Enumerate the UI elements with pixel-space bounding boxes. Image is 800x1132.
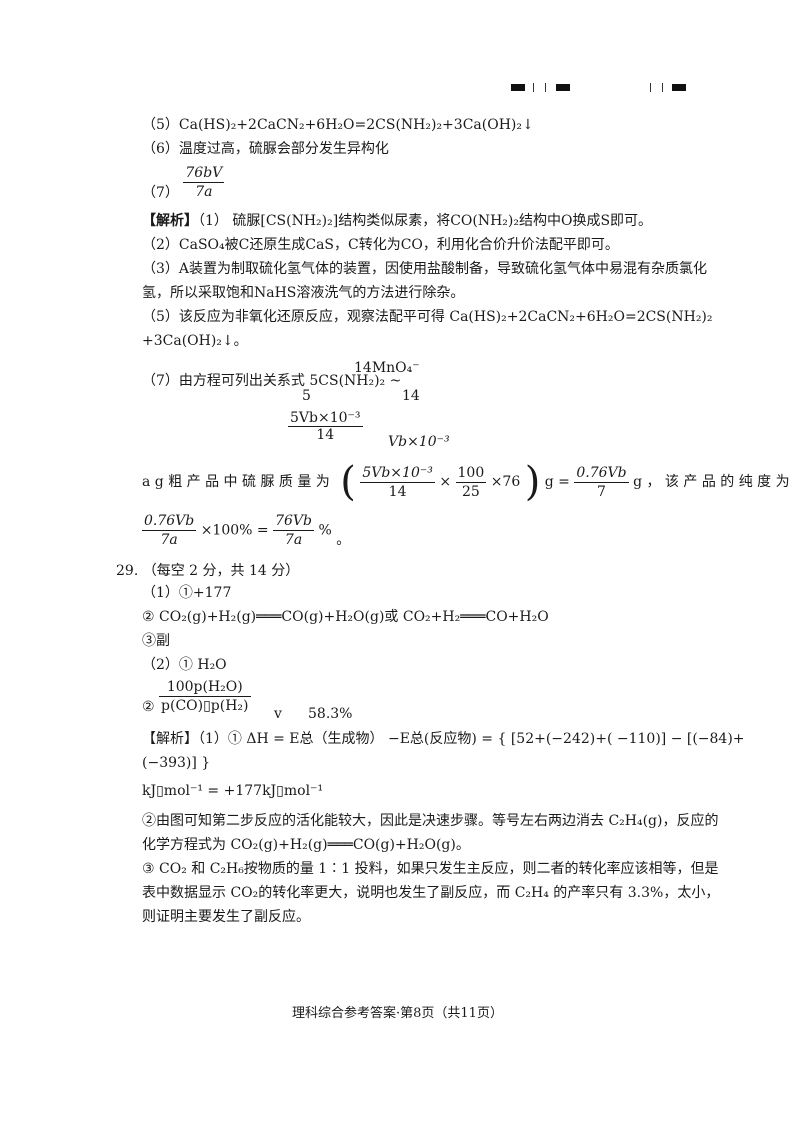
analysis-29g: 表中数据显示 CO₂的转化率更大，说明也发生了副反应，而 C₂H₄ 的产率只有 … bbox=[142, 885, 720, 901]
q29-2: ② CO₂(g)+H₂(g)═══CO(g)+H₂O(g)或 CO₂+H₂═══… bbox=[142, 609, 549, 625]
analysis-5b: +3Ca(OH)₂↓。 bbox=[142, 333, 248, 349]
header-tick-3 bbox=[650, 83, 651, 92]
answer-6: （6）温度过高，硫脲会部分发生异构化 bbox=[142, 141, 389, 157]
mass-frac2-den: 25 bbox=[461, 483, 480, 500]
page-footer: 理科综合参考答案·第8页（共11页） bbox=[292, 1006, 503, 1021]
q29-5: ② 100p(H₂O) p(CO)▯p(H₂) bbox=[142, 678, 251, 715]
relation-vb: Vb×10⁻³ bbox=[388, 434, 450, 450]
mass-g: g bbox=[633, 474, 643, 490]
q29-5-prefix: ② bbox=[142, 698, 155, 715]
header-mark-3 bbox=[672, 84, 686, 91]
analysis-tag: 【解析】 bbox=[142, 213, 198, 229]
analysis-5a: （5）该反应为非氧化还原反应，观察法配平可得 Ca(HS)₂+2CaCN₂+6H… bbox=[142, 309, 713, 325]
mass-frac1-num: 5Vb×10⁻³ bbox=[360, 464, 435, 483]
analysis-7-mass: a g 粗 产 品 中 硫 脲 质 量 为 ( 5Vb×10⁻³ 14 × 10… bbox=[142, 459, 790, 505]
relation-mno4: 14MnO₄⁻ bbox=[354, 360, 420, 376]
mass-tail: ×76 bbox=[490, 474, 521, 490]
purity-end: 。 bbox=[336, 532, 351, 548]
analysis-29c: kJ▯mol⁻¹ = +177kJ▯mol⁻¹ bbox=[142, 783, 324, 799]
header-tick-1 bbox=[533, 83, 534, 92]
analysis-2: （2）CaSO₄被C还原生成CaS，C转化为CO，利用化合价升价法配平即可。 bbox=[142, 237, 619, 253]
purity-frac2-num: 76Vb bbox=[273, 513, 314, 531]
purity-frac1-num: 0.76Vb bbox=[142, 513, 197, 531]
mass-frac1-den: 14 bbox=[388, 483, 407, 500]
answer-7-num: 76bV bbox=[183, 165, 225, 183]
purity-prefix: ， 该 产 品 的 纯 度 为 bbox=[646, 474, 790, 490]
header-mark-2 bbox=[556, 84, 570, 91]
q29-5-v: v bbox=[274, 706, 282, 722]
relation-fraction: 5Vb×10⁻³ 14 bbox=[288, 410, 363, 443]
header-mark-1 bbox=[511, 84, 525, 91]
purity-frac2-den: 7a bbox=[284, 532, 303, 548]
analysis-7-purity: 0.76Vb 7a ×100% = 76Vb 7a % 。 bbox=[142, 512, 350, 549]
header-tick-2 bbox=[545, 83, 546, 92]
analysis-29d: ②由图可知第二步反应的活化能较大，因此是决速步骤。等号左右两边消去 C₂H₄(g… bbox=[142, 813, 719, 829]
purity-frac1-den: 7a bbox=[160, 532, 178, 548]
mass-frac2-num: 100 bbox=[455, 464, 487, 483]
q29-3: ③副 bbox=[142, 633, 170, 649]
q29-5-den: p(CO)▯p(H₂) bbox=[161, 698, 249, 714]
q29-5-num: 100p(H₂O) bbox=[159, 678, 251, 697]
q29-5-percent: 58.3% bbox=[308, 706, 353, 722]
relation-coef-5: 5 bbox=[302, 388, 311, 404]
relation-fraction-num: 5Vb×10⁻³ bbox=[288, 410, 363, 427]
question-29-header: 29. （每空 2 分，共 14 分） bbox=[116, 563, 300, 579]
answer-7-prefix: （7） bbox=[142, 184, 179, 201]
analysis-7a: （7）由方程可列出关系式 5CS(NH₂)₂ ~ bbox=[142, 373, 402, 389]
q29-1: （1）①+177 bbox=[142, 585, 232, 601]
relation-fraction-den: 14 bbox=[316, 427, 335, 443]
analysis-29b: (−393)] } bbox=[142, 755, 211, 771]
analysis-29a: 【解析】（1）① ΔH = E总（生成物） −E总(反应物) = { [52+(… bbox=[142, 731, 745, 747]
answer-7: （7） 76bV 7a bbox=[142, 164, 225, 201]
analysis-1-text: （1） 硫脲[CS(NH₂)₂]结构类似尿素，将CO(NH₂)₂结构中O换成S即… bbox=[198, 213, 653, 229]
purity-pct: % bbox=[318, 522, 332, 539]
mass-prefix: a g 粗 产 品 中 硫 脲 质 量 为 bbox=[142, 474, 330, 490]
relation-coef-14: 14 bbox=[402, 388, 420, 404]
mass-result-den: 7 bbox=[597, 483, 606, 500]
analysis-1: 【解析】（1） 硫脲[CS(NH₂)₂]结构类似尿素，将CO(NH₂)₂结构中O… bbox=[142, 212, 652, 230]
analysis-29f: ③ CO₂ 和 C₂H₆按物质的量 1∶1 投料，如果只发生主反应，则二者的转化… bbox=[142, 861, 719, 877]
answer-5: （5）Ca(HS)₂+2CaCN₂+6H₂O=2CS(NH₂)₂+3Ca(OH)… bbox=[142, 117, 534, 133]
header-tick-4 bbox=[662, 83, 663, 92]
mass-result-num: 0.76Vb bbox=[574, 464, 629, 483]
analysis-3a: （3）A装置为制取硫化氢气体的装置，因使用盐酸制备，导致硫化氢气体中易混有杂质氯… bbox=[142, 261, 708, 277]
mass-g-eq: g = bbox=[544, 474, 570, 490]
answer-7-den: 7a bbox=[195, 184, 213, 200]
analysis-29e: 化学方程式为 CO₂(g)+H₂(g)═══CO(g)+H₂O(g)。 bbox=[142, 837, 470, 853]
analysis-29h: 则证明主要发生了副反应。 bbox=[142, 909, 310, 925]
purity-mid: ×100% = bbox=[200, 522, 269, 539]
analysis-3b: 氢，所以采取饱和NaHS溶液洗气的方法进行除杂。 bbox=[142, 285, 465, 301]
answer-7-fraction: 76bV 7a bbox=[183, 164, 225, 201]
q29-4: （2）① H₂O bbox=[142, 657, 227, 673]
